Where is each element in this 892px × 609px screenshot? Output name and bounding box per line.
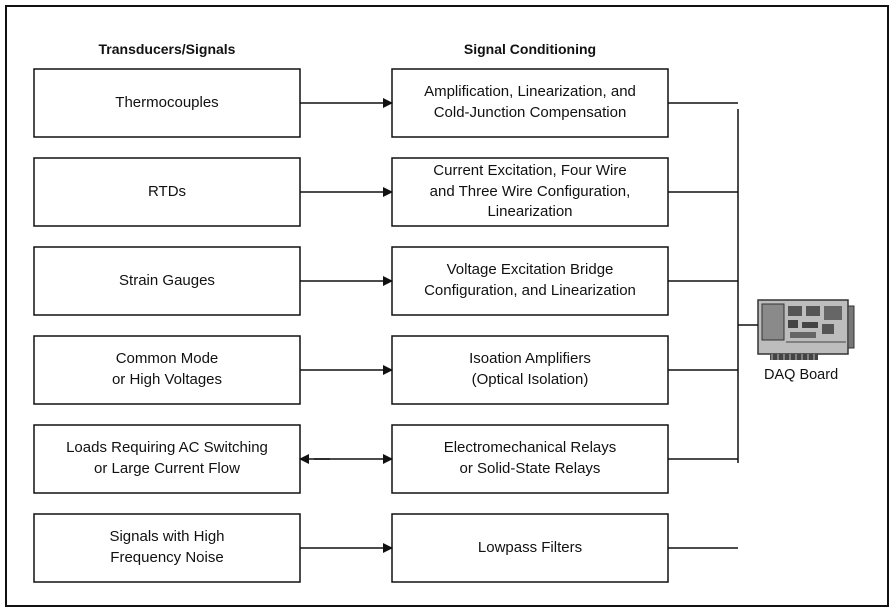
outer-frame — [5, 5, 889, 607]
header-transducers: Transducers/Signals — [98, 41, 236, 57]
signal-box — [33, 68, 301, 138]
daq-board-label: DAQ Board — [764, 367, 839, 383]
signal-box — [33, 424, 301, 494]
conditioning-box — [391, 513, 669, 583]
signal-box — [33, 157, 301, 227]
header-conditioning: Signal Conditioning — [463, 41, 597, 57]
conditioning-box — [391, 335, 669, 405]
daq-board-icon — [757, 299, 855, 360]
signal-box — [33, 513, 301, 583]
conditioning-box — [391, 68, 669, 138]
conditioning-box — [391, 157, 669, 227]
conditioning-box — [391, 424, 669, 494]
signal-box — [33, 335, 301, 405]
signal-box — [33, 246, 301, 316]
conditioning-box — [391, 246, 669, 316]
